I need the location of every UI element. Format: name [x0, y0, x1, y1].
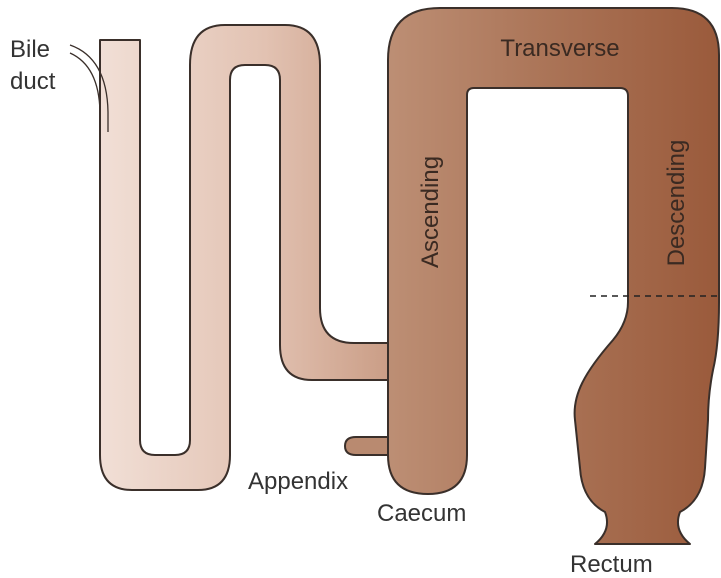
ascending-label: Ascending	[417, 156, 444, 268]
appendix-label: Appendix	[248, 468, 348, 495]
rectum-label: Rectum	[570, 551, 653, 578]
transverse-label: Transverse	[500, 35, 619, 62]
bile-duct-label-line2: duct	[10, 68, 56, 95]
small-intestine	[100, 25, 392, 490]
large-intestine	[388, 8, 719, 544]
bile-duct-label-line1: Bile	[10, 36, 50, 63]
descending-label: Descending	[663, 140, 690, 267]
caecum-label: Caecum	[377, 500, 466, 527]
